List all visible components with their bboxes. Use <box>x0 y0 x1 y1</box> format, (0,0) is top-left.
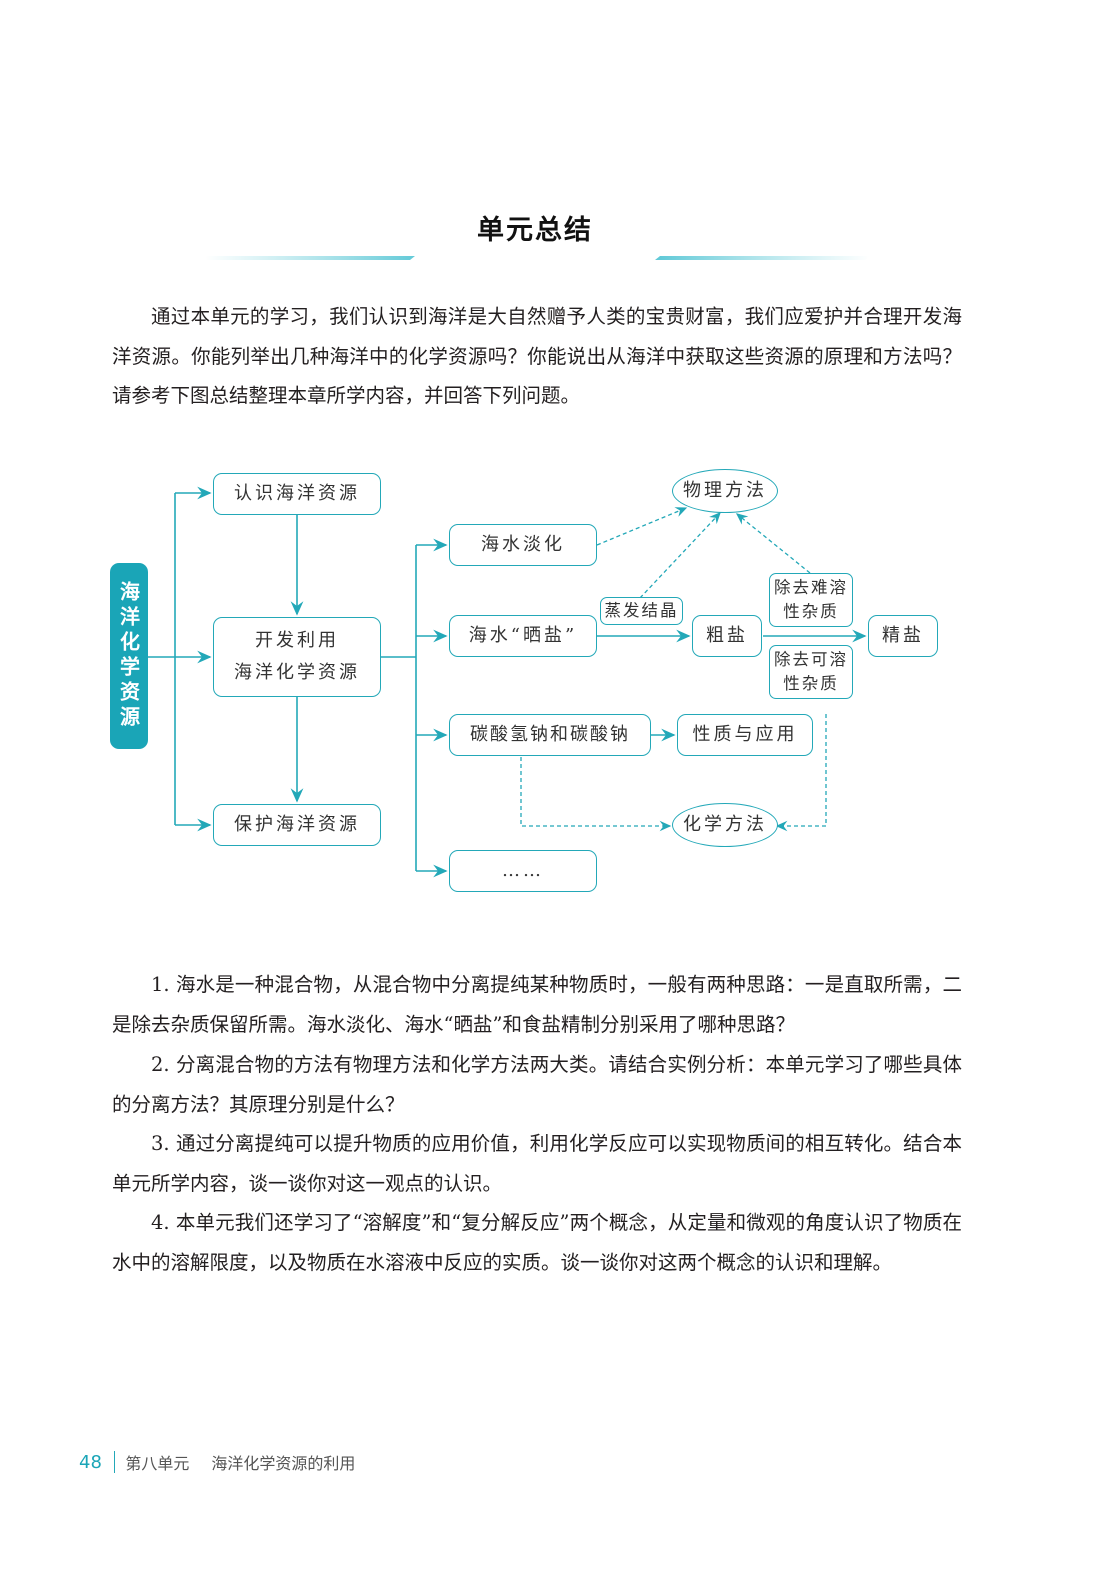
node-carbonates: 碳酸氢钠和碳酸钠 <box>449 714 651 756</box>
node-crude-salt: 粗盐 <box>692 615 762 657</box>
title-underline <box>205 256 870 260</box>
page-footer: 48 第八单元 海洋化学资源的利用 <box>79 1448 355 1476</box>
node-chemical-method: 化学方法 <box>672 803 778 847</box>
node-develop-line1: 开发利用 <box>255 630 339 651</box>
node-evaporation: 蒸发结晶 <box>600 597 683 625</box>
node-refined-salt: 精盐 <box>868 615 938 657</box>
node-etc: …… <box>449 850 597 892</box>
node-remove-insoluble-line1: 除去难溶 <box>774 578 848 597</box>
node-desalination: 海水淡化 <box>449 524 597 566</box>
node-remove-insoluble: 除去难溶 性杂质 <box>769 573 853 627</box>
page-number: 48 <box>79 1451 102 1473</box>
question-2: 2. 分离混合物的方法有物理方法和化学方法两大类。请结合实例分析：本单元学习了哪… <box>112 1053 962 1116</box>
node-develop: 开发利用 海洋化学资源 <box>213 617 381 697</box>
footer-unit-title: 海洋化学资源的利用 <box>211 1454 356 1473</box>
intro-paragraph: 通过本单元的学习，我们认识到海洋是大自然赠予人类的宝贵财富，我们应爱护并合理开发… <box>112 305 962 407</box>
node-remove-insoluble-line2: 性杂质 <box>783 602 839 621</box>
node-remove-soluble-line2: 性杂质 <box>783 674 839 693</box>
node-evaporation-label: 蒸发结晶 <box>604 601 679 620</box>
node-remove-soluble: 除去可溶 性杂质 <box>769 645 853 699</box>
root-node: 海洋化学资源 <box>110 563 148 749</box>
node-sea-salt-label: 海水“晒盐” <box>468 625 578 646</box>
node-develop-line2: 海洋化学资源 <box>234 662 360 683</box>
node-properties: 性质与应用 <box>677 714 813 756</box>
node-properties-label: 性质与应用 <box>692 724 798 745</box>
question-3: 3. 通过分离提纯可以提升物质的应用价值，利用化学反应可以实现物质间的相互转化。… <box>112 1132 962 1195</box>
node-refined-salt-label: 精盐 <box>882 625 924 646</box>
question-4: 4. 本单元我们还学习了“溶解度”和“复分解反应”两个概念，从定量和微观的角度认… <box>112 1211 962 1274</box>
node-protect: 保护海洋资源 <box>213 804 381 846</box>
node-crude-salt-label: 粗盐 <box>706 625 748 646</box>
node-desalination-label: 海水淡化 <box>481 534 565 555</box>
question-1: 1. 海水是一种混合物，从混合物中分离提纯某种物质时，一般有两种思路：一是直取所… <box>112 973 962 1036</box>
node-protect-label: 保护海洋资源 <box>234 814 360 835</box>
footer-unit: 第八单元 <box>125 1454 190 1473</box>
node-sea-salt: 海水“晒盐” <box>449 615 597 657</box>
node-recognize: 认识海洋资源 <box>213 473 381 515</box>
node-etc-label: …… <box>502 860 544 881</box>
section-title: 单元总结 <box>477 215 593 246</box>
node-remove-soluble-line1: 除去可溶 <box>774 650 848 669</box>
node-recognize-label: 认识海洋资源 <box>234 483 360 504</box>
node-chemical-method-label: 化学方法 <box>683 814 767 835</box>
node-physical-method-label: 物理方法 <box>683 480 767 501</box>
node-physical-method: 物理方法 <box>672 469 778 513</box>
node-carbonates-label: 碳酸氢钠和碳酸钠 <box>470 724 630 745</box>
footer-divider <box>113 1451 116 1473</box>
